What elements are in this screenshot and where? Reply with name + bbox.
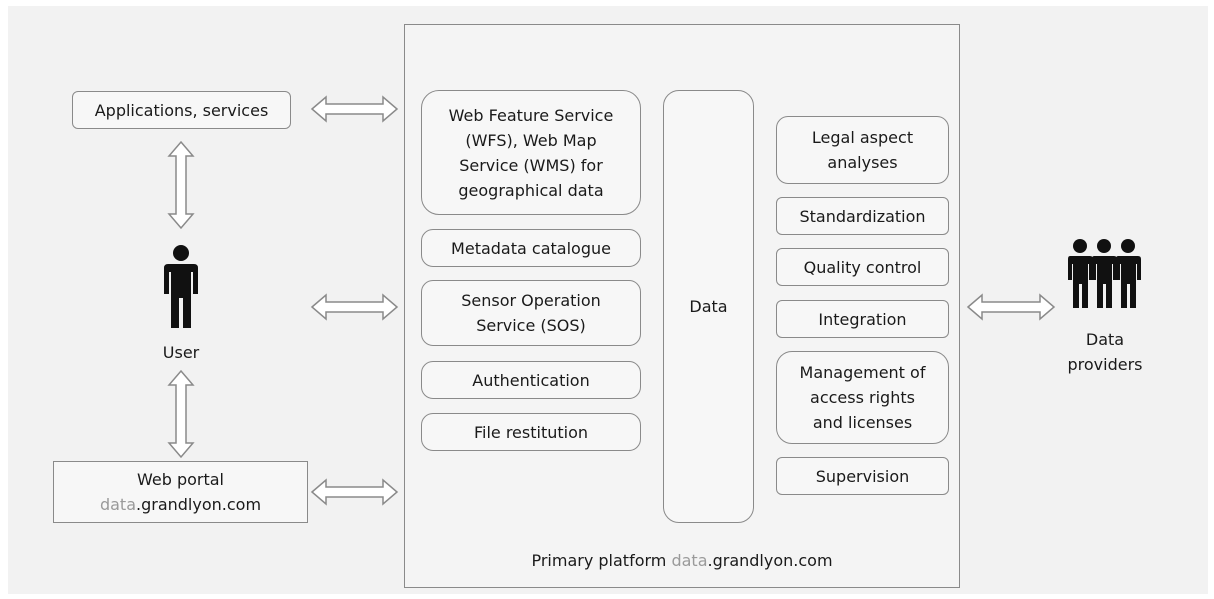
web-portal-domain: data.grandlyon.com — [99, 495, 262, 514]
quality-control-box: Quality control — [776, 248, 949, 286]
data-column-box: Data — [663, 90, 754, 523]
primary-platform-label: Primary platform data.grandlyon.com — [531, 551, 833, 570]
arrow-user-platform — [310, 293, 399, 321]
wfs-line-3: Service (WMS) for — [459, 155, 603, 175]
arrow-user-portal — [167, 369, 195, 459]
metadata-catalogue-box: Metadata catalogue — [421, 229, 641, 267]
data-providers-label: Data providers — [1050, 327, 1160, 377]
standardization-label: Standardization — [799, 206, 926, 226]
wfs-line-4: geographical data — [458, 180, 604, 200]
wfs-line-2: (WFS), Web Map — [465, 130, 597, 150]
authentication-box: Authentication — [421, 361, 641, 399]
user-label: User — [162, 343, 200, 362]
wfs-wms-box: Web Feature Service (WFS), Web Map Servi… — [421, 90, 641, 215]
integration-label: Integration — [818, 309, 907, 329]
legal-line-1: Legal aspect — [811, 128, 914, 147]
management-line-3: and licenses — [812, 413, 913, 432]
standardization-box: Standardization — [776, 197, 949, 235]
arrow-apps-platform — [310, 95, 399, 123]
management-line-1: Management of — [799, 363, 926, 382]
user-icon — [160, 244, 202, 330]
legal-aspect-box: Legal aspect analyses — [776, 116, 949, 184]
integration-box: Integration — [776, 300, 949, 338]
web-portal-box: Web portal data.grandlyon.com — [53, 461, 308, 523]
legal-line-2: analyses — [827, 153, 898, 172]
arrow-portal-platform — [310, 478, 399, 506]
metadata-catalogue-label: Metadata catalogue — [451, 238, 611, 258]
web-portal-title: Web portal — [136, 470, 224, 489]
file-restitution-label: File restitution — [473, 422, 589, 442]
quality-control-label: Quality control — [803, 257, 922, 277]
supervision-label: Supervision — [815, 466, 910, 486]
sos-line-1: Sensor Operation — [461, 291, 601, 310]
data-column-label: Data — [689, 297, 728, 316]
sos-box: Sensor Operation Service (SOS) — [421, 280, 641, 346]
data-providers-icon — [1064, 238, 1144, 310]
arrow-apps-user — [167, 140, 195, 230]
data-providers-line-2: providers — [1067, 355, 1143, 374]
wfs-line-1: Web Feature Service — [448, 105, 614, 125]
applications-services-box: Applications, services — [72, 91, 291, 129]
management-line-2: access rights — [810, 388, 915, 407]
file-restitution-box: File restitution — [421, 413, 641, 451]
supervision-box: Supervision — [776, 457, 949, 495]
applications-services-label: Applications, services — [94, 100, 269, 120]
management-access-box: Management of access rights and licenses — [776, 351, 949, 444]
arrow-platform-providers — [966, 293, 1056, 321]
data-providers-line-1: Data — [1085, 330, 1125, 349]
sos-line-2: Service (SOS) — [476, 316, 586, 335]
authentication-label: Authentication — [472, 370, 590, 390]
